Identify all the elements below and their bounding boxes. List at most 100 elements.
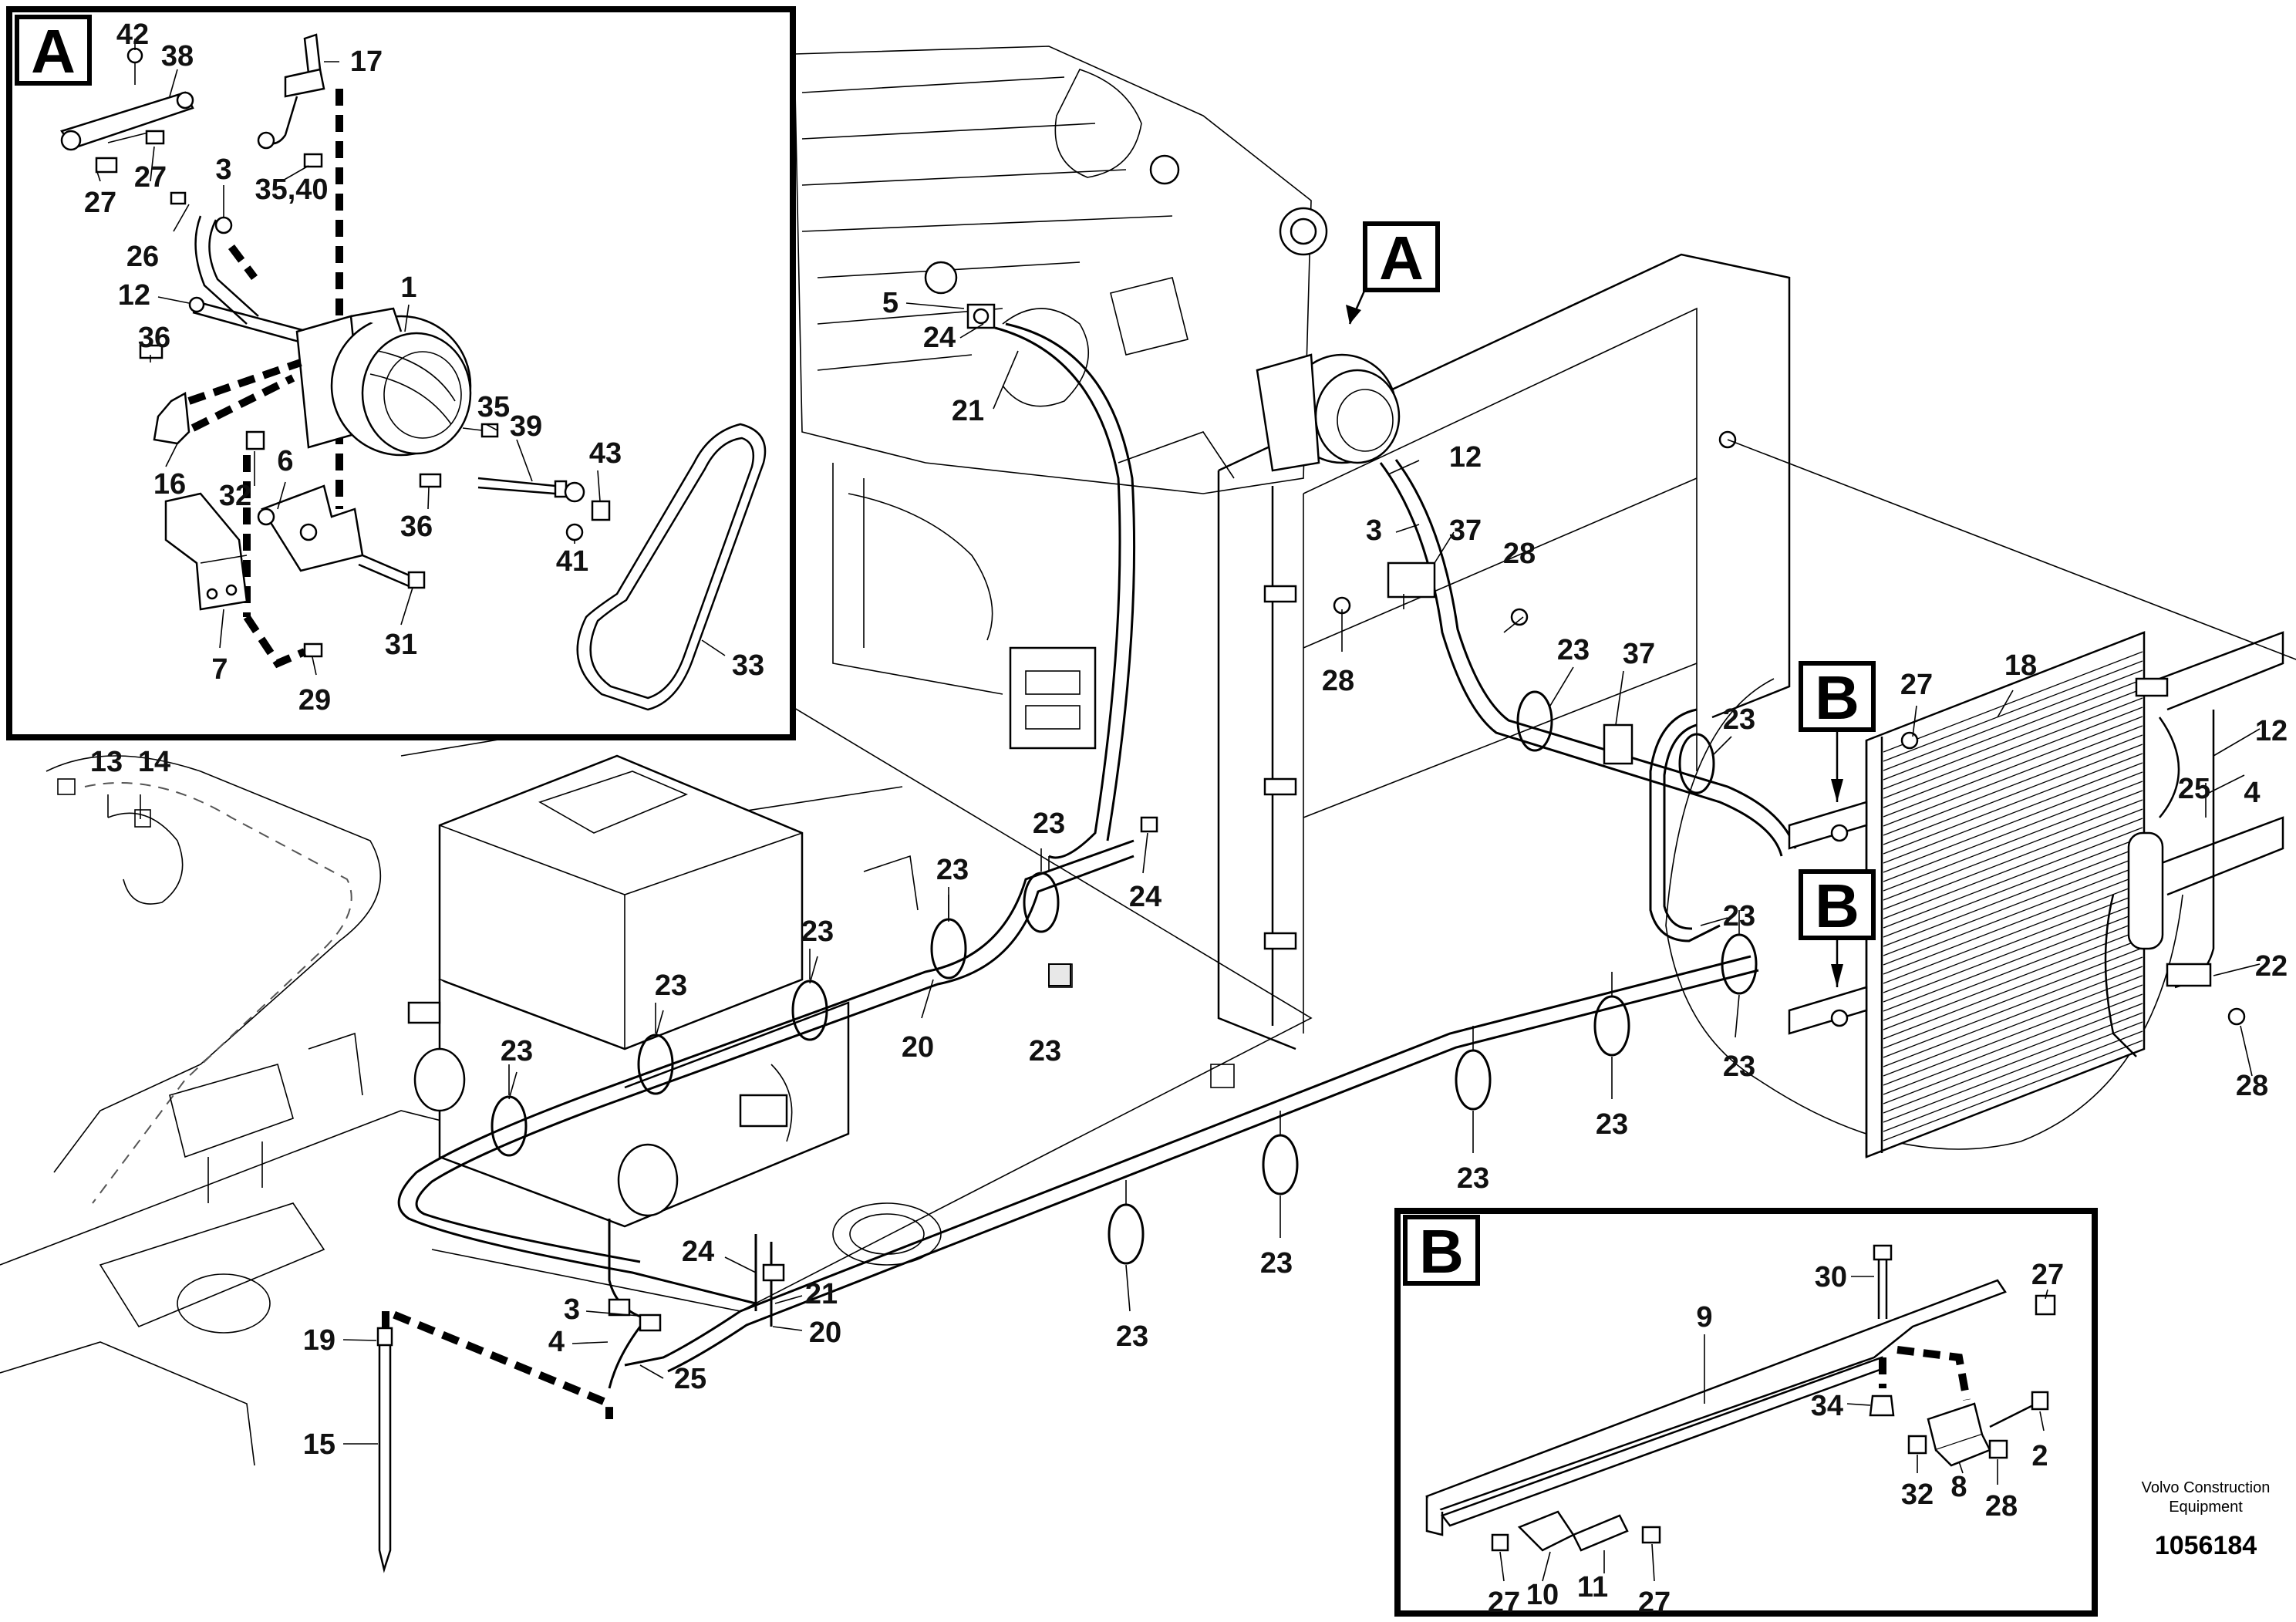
callout-23-run-d: 23 [1260,1247,1293,1280]
fittings [608,303,1633,1332]
condenser-fin-line [1883,910,2143,1012]
condenser-fin-line [1883,818,2143,919]
callout-20-heater: 20 [809,1317,841,1349]
condenser-fin-line [1883,1021,2143,1123]
condenser-fins [1883,651,2143,1151]
callout-13: 13 [90,746,123,778]
callout-a-7: 7 [211,653,228,686]
credit-line-1: Volvo Construction [2142,1479,2271,1496]
callout-a-12: 12 [118,279,150,312]
locator-b-letter-top: B [1815,663,1859,732]
callout-23-hose-b: 23 [936,854,969,886]
callout-5: 5 [882,287,899,319]
condenser-fin-line [1883,984,2143,1086]
condenser-fin-line [1883,1040,2143,1141]
callout-a-27-right: 27 [134,161,167,194]
callout-23-hose-e: 23 [501,1035,533,1067]
callouts-main: 13 14 5 24 21 12 3 37 28 28 23 37 23 27 … [90,287,2288,1461]
condenser-fin-line [1883,892,2143,993]
condenser-assembly [1665,631,2284,1158]
callout-b-34: 34 [1811,1390,1843,1422]
callout-37-lower: 37 [1623,638,1655,670]
callout-a-31: 31 [385,629,417,661]
callout-b-27-left: 27 [1488,1587,1520,1619]
condenser-fin-line [1883,679,2143,781]
callout-21-engine: 21 [952,395,984,427]
detail-b-letter: B [1419,1217,1464,1286]
callout-b-9: 9 [1696,1301,1712,1334]
condenser-fin-line [1883,901,2143,1003]
condenser-fin-line [1883,660,2143,762]
condenser-fin-line [1883,753,2143,855]
condenser-fin-line [1883,947,2143,1049]
callout-25-condenser: 25 [2178,773,2210,805]
callout-a-29: 29 [298,684,331,717]
callout-4-heater: 4 [548,1326,565,1358]
callout-3-heater: 3 [564,1293,580,1326]
callout-28-left: 28 [1322,665,1354,697]
leader-lines-main [107,302,2261,1445]
callout-37-upper: 37 [1449,514,1482,547]
callout-a-36-left: 36 [138,322,170,354]
condenser-fin-line [1883,762,2143,864]
condenser-fin-line [1883,1030,2143,1132]
callout-a-27-left: 27 [84,187,116,219]
callout-23-upper: 23 [1557,634,1590,666]
condenser-fin-line [1883,697,2143,799]
callout-28-condenser: 28 [2236,1070,2268,1102]
callout-b-11: 11 [1577,1571,1608,1603]
condenser-fin-line [1883,956,2143,1058]
callout-b-28: 28 [1985,1490,2018,1523]
main-illustration: A B B 13 14 5 24 21 12 3 37 28 28 [0,46,2296,1573]
callout-a-39: 39 [510,410,542,443]
callout-23-run-f: 23 [1029,1035,1061,1067]
callout-15: 15 [303,1428,335,1461]
callout-23-run-b: 23 [1596,1108,1628,1141]
condenser-fin-line [1883,651,2143,753]
callout-a-33: 33 [732,649,764,682]
condenser-fin-line [1883,1012,2143,1114]
callout-3-upper: 3 [1366,514,1382,547]
condenser-fin-line [1883,781,2143,882]
callout-a-1: 1 [400,271,416,304]
callout-21-heater: 21 [805,1278,838,1310]
detail-a-locator: A [1346,221,1440,325]
credit-line-2: Equipment [2169,1499,2243,1516]
callout-23-loop-lower: 23 [1723,900,1755,932]
detail-b-locators: B B [1799,661,1876,987]
footer-credit: Volvo Construction Equipment 1056184 [2142,1479,2271,1560]
condenser-fin-line [1883,929,2143,1030]
callout-14: 14 [138,746,170,778]
radiator-frame [1217,253,2296,1050]
callout-25-heater: 25 [674,1363,706,1395]
callout-28-upper: 28 [1503,538,1536,570]
callout-24-hose: 24 [1129,881,1161,913]
callout-23-hose-a: 23 [1033,808,1065,840]
condenser-fin-line [1883,938,2143,1040]
callout-b-2: 2 [2031,1440,2048,1472]
callout-a-43: 43 [589,437,622,470]
detail-b-panel: B [1394,1208,2098,1619]
callout-b-27-top: 27 [2031,1259,2064,1291]
condenser-fin-line [1883,706,2143,808]
condenser-fin-line [1883,882,2143,984]
condenser-fin-line [1883,855,2143,956]
callout-12-condenser: 12 [2255,715,2288,747]
callout-23-loop: 23 [1723,703,1755,736]
callout-a-35-40: 35,40 [255,174,328,206]
detail-a-letter: A [31,17,76,86]
callout-22: 22 [2255,950,2288,983]
callout-a-36-right: 36 [400,511,433,543]
condenser-fin-line [1883,808,2143,910]
callout-24-engine: 24 [923,322,956,354]
callout-a-38: 38 [161,40,194,73]
condenser-fin-line [1883,725,2143,827]
condenser-fin-line [1883,688,2143,790]
condenser-fin-line [1883,966,2143,1067]
condenser-fin-line [1883,845,2143,947]
condenser-fin-line [1883,873,2143,975]
callout-4-condenser: 4 [2244,777,2260,809]
callout-23-run-c: 23 [1457,1162,1489,1195]
callout-24-heater: 24 [682,1236,714,1268]
condenser-fin-line [1883,993,2143,1095]
